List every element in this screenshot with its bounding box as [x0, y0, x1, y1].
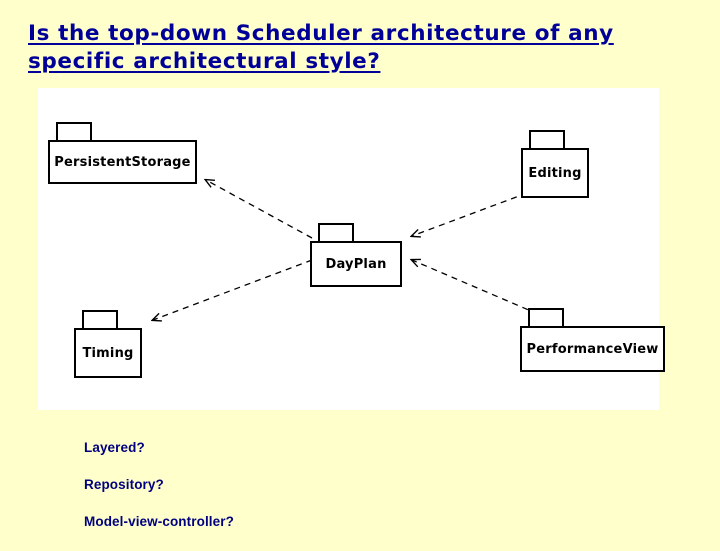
component-label: Timing [82, 345, 134, 361]
component-body: DayPlan [310, 241, 402, 287]
connector-performanceview-dayplan [412, 260, 539, 315]
component-label: PerformanceView [526, 341, 659, 357]
component-body: PersistentStorage [48, 140, 197, 184]
component-label: Editing [528, 165, 582, 181]
architecture-diagram: PersistentStorage Editing DayPlan Timing… [38, 88, 665, 410]
connector-dayplan-persistentstorage [206, 180, 313, 239]
note-item-layered: Layered? [84, 440, 145, 455]
component-body: PerformanceView [520, 326, 665, 372]
component-body: Timing [74, 328, 142, 378]
component-body: Editing [521, 148, 589, 198]
note-item-model-view-controller: Model-view-controller? [84, 514, 234, 529]
component-label: DayPlan [325, 256, 387, 272]
notes-list: Layered? Repository? Model-view-controll… [84, 440, 504, 551]
connector-layer [38, 88, 539, 410]
component-label: PersistentStorage [54, 154, 191, 170]
connector-dayplan-timing [153, 259, 313, 320]
note-item-repository: Repository? [84, 477, 164, 492]
page-title: Is the top-down Scheduler architecture o… [28, 21, 614, 74]
connector-editing-dayplan [412, 192, 528, 236]
